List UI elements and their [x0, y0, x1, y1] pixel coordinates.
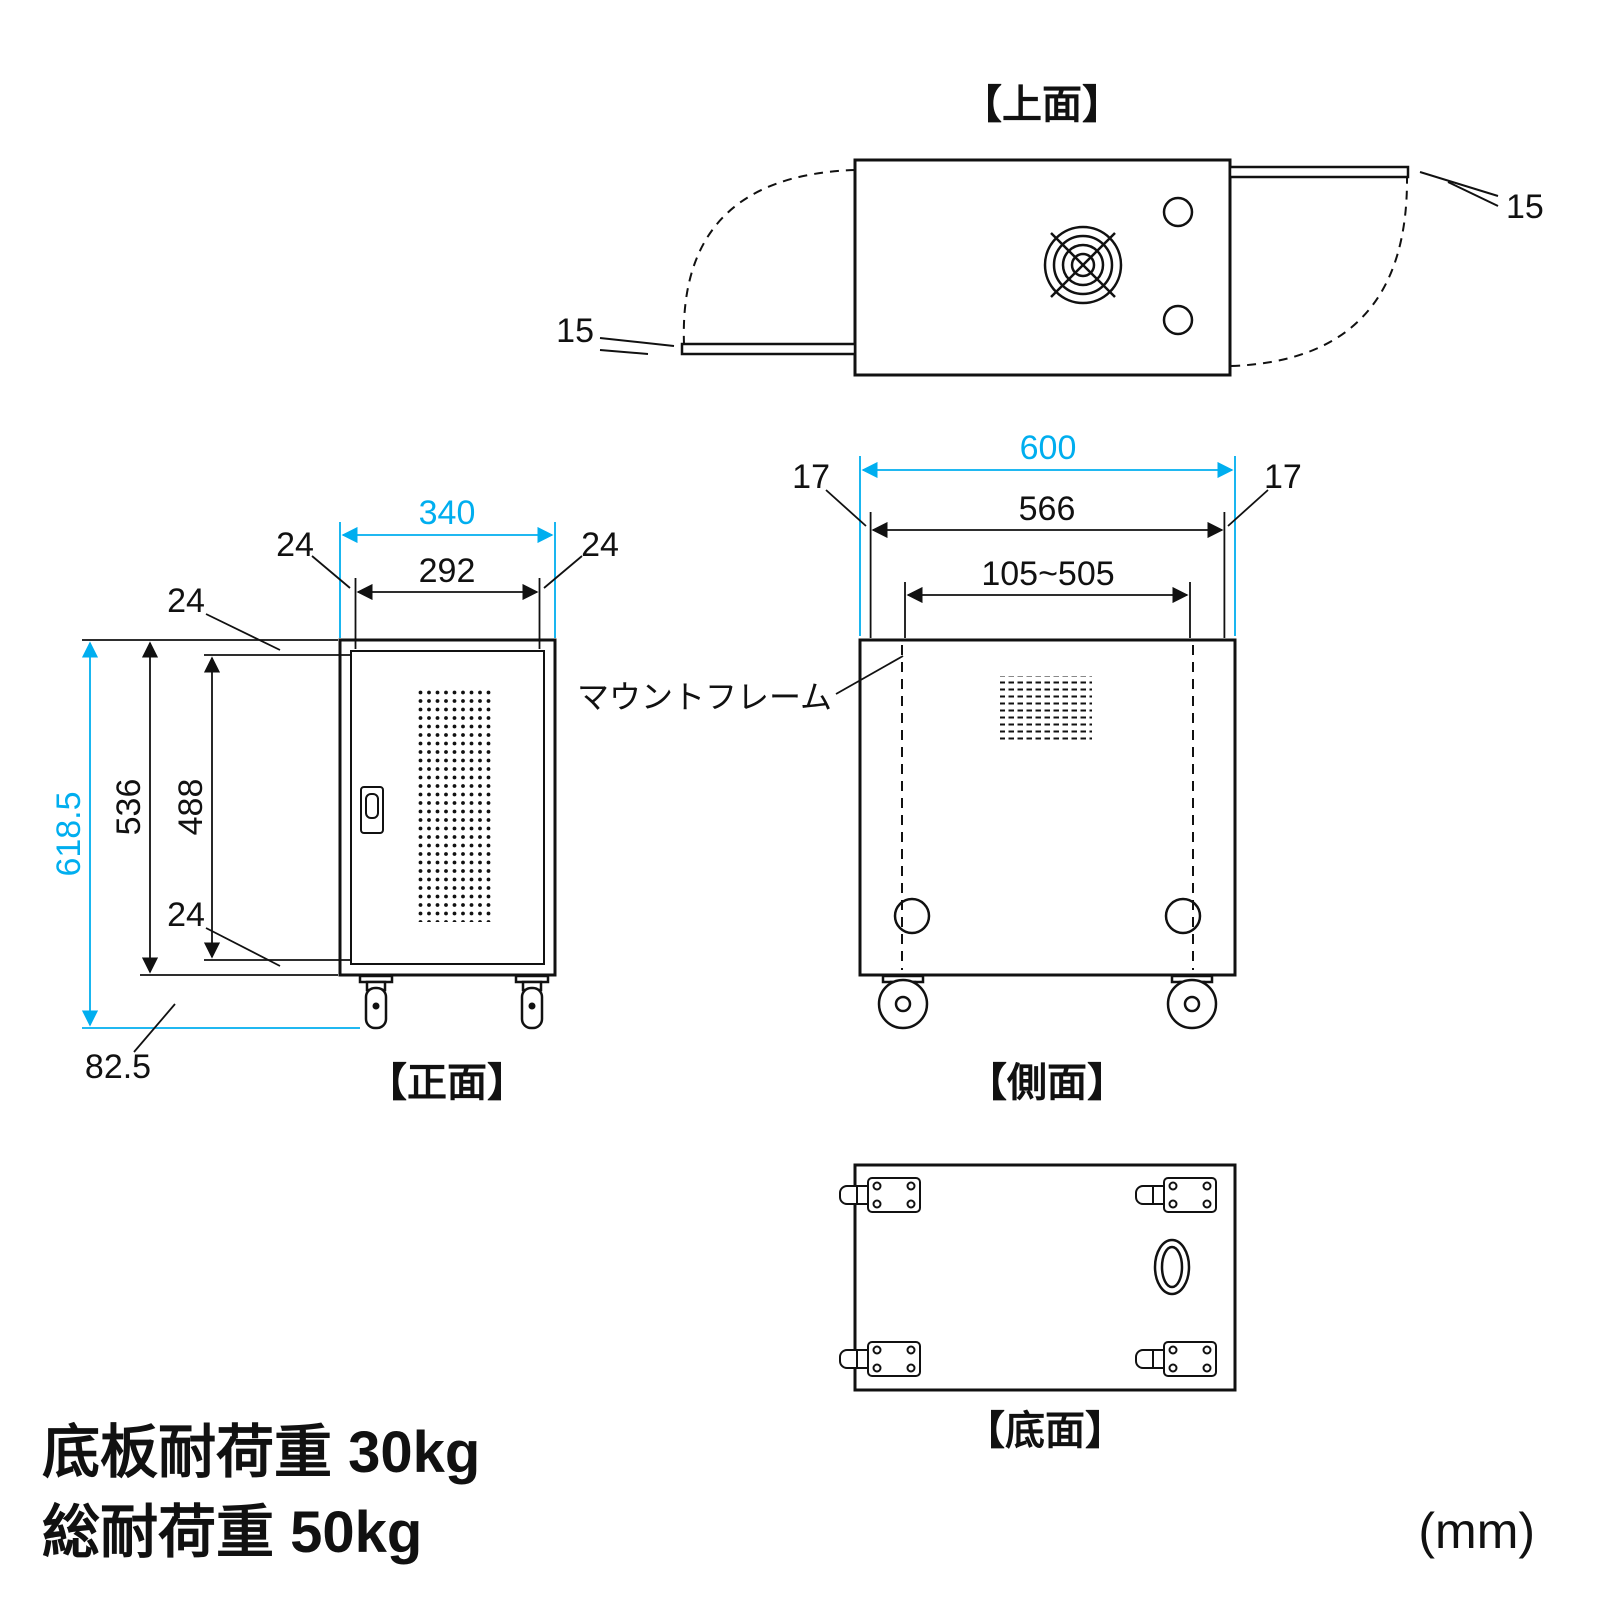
dim-side-mount-range: 105~505: [904, 555, 1191, 638]
bottom-plate-load-note: 底板耐荷重 30kg: [42, 1420, 480, 1485]
dim-handle-left: 15: [556, 312, 675, 355]
dim-front-caster-height: 82.5: [85, 1003, 176, 1086]
dim-side-outer-width-label: 600: [1020, 429, 1077, 467]
front-door-handle: [360, 786, 384, 834]
side-dimensions: 600 566 17 17 105~505 マウントフレーム: [577, 429, 1302, 715]
bottom-caster-bottom-left: [839, 1341, 921, 1377]
dim-front-total-height-label: 618.5: [50, 791, 88, 876]
dim-side-mount-range-label: 105~505: [981, 555, 1114, 593]
dim-side-offset-right-label: 17: [1264, 458, 1302, 496]
dim-side-inner-width-label: 566: [1019, 490, 1076, 528]
bottom-caster-bottom-right: [1135, 1341, 1217, 1377]
dim-front-caster-height-label: 82.5: [85, 1048, 151, 1086]
top-view-title: 【上面】: [962, 83, 1122, 127]
top-view: 【上面】 15 15: [556, 83, 1544, 377]
top-view-body: [853, 158, 1232, 377]
dim-front-body-height-label: 536: [110, 779, 148, 836]
dim-front-offset-left: 24: [276, 526, 351, 589]
load-notes: 底板耐荷重 30kg 総耐荷重 50kg: [42, 1420, 480, 1565]
dim-side-outer-width: 600: [859, 429, 1236, 636]
dim-front-offset-bottom-label: 24: [167, 896, 205, 934]
dim-side-offset-right: 17: [1227, 458, 1302, 527]
dim-front-offset-top: 24: [167, 582, 281, 651]
bottom-handle-slot: [1153, 1238, 1191, 1296]
dim-front-offset-bottom: 24: [167, 896, 281, 967]
handle-swing-arc-right: [1230, 177, 1409, 367]
side-hole-right: [1164, 897, 1202, 935]
dim-handle-right-label: 15: [1506, 188, 1544, 226]
bottom-caster-top-left: [839, 1177, 921, 1213]
top-hole-lower: [1162, 304, 1194, 336]
dim-front-offset-top-label: 24: [167, 582, 205, 620]
dim-front-body-height: 536: [110, 641, 159, 974]
dim-side-offset-left: 17: [792, 458, 867, 527]
dim-handle-left-label: 15: [556, 312, 594, 350]
dim-front-offset-right-label: 24: [581, 526, 619, 564]
side-view: 【側面】: [858, 638, 1237, 1105]
dim-front-inner-width: 292: [354, 552, 541, 649]
dim-front-inner-width-label: 292: [419, 552, 476, 590]
dim-front-inner-height-label: 488: [172, 779, 210, 836]
side-view-title: 【側面】: [967, 1061, 1127, 1105]
dim-front-total-height: 618.5: [50, 641, 99, 1027]
front-door: [350, 650, 545, 965]
side-hole-left: [893, 897, 931, 935]
mount-frame-label: マウントフレーム: [577, 679, 832, 715]
total-load-note: 総耐荷重 50kg: [42, 1500, 422, 1565]
fan-grille-icon: [1043, 225, 1123, 305]
front-dimensions: 340 292 24 24 618.5: [50, 494, 619, 1086]
bottom-view-title: 【底面】: [965, 1409, 1125, 1453]
side-caster-right: [1166, 974, 1218, 1030]
handle-swing-arc-left: [682, 169, 856, 345]
dim-handle-right: 15: [1419, 171, 1544, 226]
side-vent-grille: [1000, 676, 1092, 742]
bottom-caster-top-right: [1135, 1177, 1217, 1213]
front-caster-right: [514, 974, 550, 1030]
front-view: 【正面】: [338, 638, 557, 1105]
bottom-view: 【底面】: [839, 1163, 1237, 1453]
top-handle-left: [680, 342, 857, 356]
front-perforated-panel: [415, 688, 492, 922]
dim-front-outer-width-label: 340: [419, 494, 476, 532]
front-caster-left: [358, 974, 394, 1030]
dim-side-offset-left-label: 17: [792, 458, 830, 496]
dim-front-inner-height: 488: [172, 656, 221, 959]
unit-label: (mm): [1418, 1503, 1535, 1559]
dim-front-offset-right: 24: [543, 526, 619, 589]
dim-front-outer-width: 340: [339, 494, 556, 638]
top-hole-upper: [1162, 196, 1194, 228]
front-view-title: 【正面】: [367, 1061, 527, 1105]
dim-front-offset-left-label: 24: [276, 526, 314, 564]
mount-frame-callout: マウントフレーム: [577, 655, 904, 715]
front-extension-lines: [82, 639, 350, 976]
dim-side-inner-width: 566: [869, 490, 1226, 638]
top-handle-right: [1228, 165, 1410, 179]
side-caster-left: [877, 974, 929, 1030]
